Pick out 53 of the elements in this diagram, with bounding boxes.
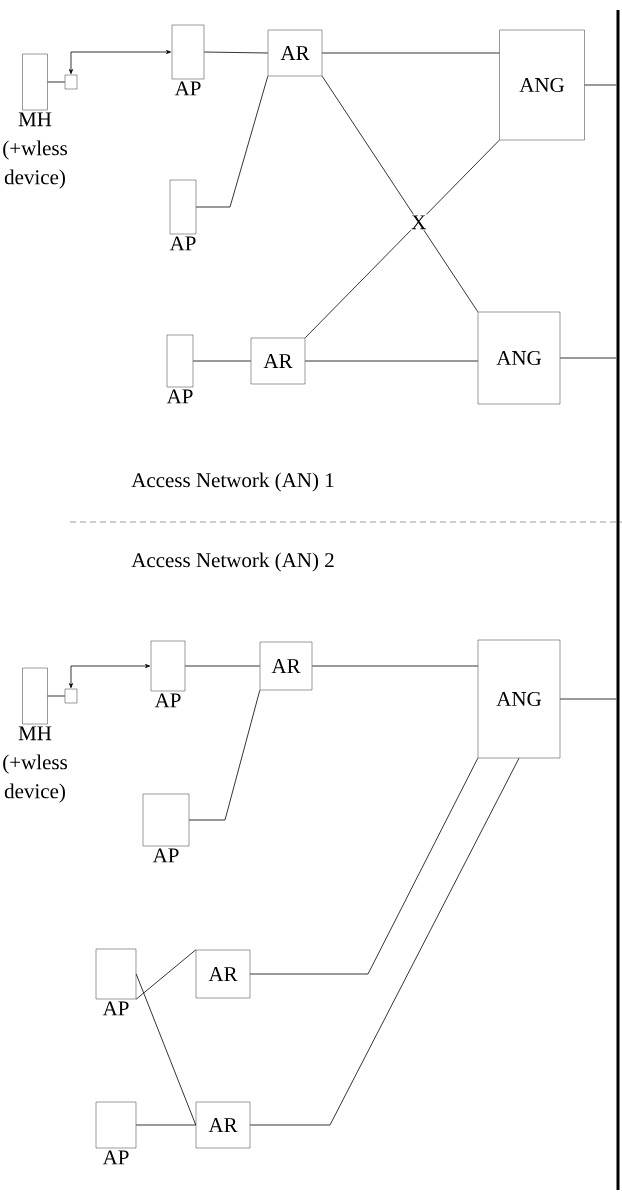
- node-label: AP: [166, 389, 193, 404]
- link-line: [304, 139, 500, 339]
- access-point-box: AP: [166, 334, 194, 404]
- link-line: [249, 757, 479, 975]
- link-line: [249, 757, 520, 1126]
- link-line: [188, 689, 261, 821]
- double-arrow: [69, 50, 172, 75]
- access-point-box: AP: [142, 793, 190, 863]
- access-point-box: AP: [169, 179, 197, 251]
- router-box: AR: [250, 337, 306, 385]
- gateway-box: ANG: [477, 639, 561, 759]
- router-box: AR: [259, 641, 313, 691]
- node-label: AP: [152, 848, 179, 863]
- link-line: [321, 75, 479, 313]
- link-line: [135, 1124, 197, 1126]
- node-label: MH (+wless device): [3, 726, 67, 803]
- access-point-box: AP: [150, 640, 186, 708]
- link-line: [135, 949, 197, 1000]
- link-line: [321, 52, 500, 54]
- node-label: AP: [154, 693, 181, 708]
- node-label: AP: [102, 1150, 129, 1165]
- link-line: [304, 360, 479, 362]
- link-line: [135, 973, 197, 1126]
- network-label: Access Network (AN) 2: [130, 551, 336, 573]
- router-box: AR: [195, 949, 251, 999]
- device-icon: [64, 688, 78, 704]
- link-line: [195, 75, 269, 208]
- mobile-host-box: MH (+wless device): [3, 667, 67, 803]
- link-line: [192, 360, 252, 362]
- link-line: [559, 698, 617, 700]
- link-line: [203, 51, 269, 54]
- router-box: AR: [267, 29, 323, 77]
- gateway-box: ANG: [499, 29, 585, 141]
- network-label: Access Network (AN) 1: [130, 471, 336, 493]
- access-point-box: AP: [171, 24, 205, 96]
- gateway-box: ANG: [477, 311, 561, 405]
- link-line: [584, 84, 617, 86]
- link-line: [47, 695, 66, 697]
- crossing-label: X: [410, 214, 428, 231]
- node-label: AP: [102, 1001, 129, 1016]
- node-label: MH (+wless device): [3, 112, 67, 189]
- access-point-box: AP: [95, 948, 137, 1016]
- device-icon: [64, 74, 78, 90]
- mobile-host-box: MH (+wless device): [3, 53, 67, 189]
- link-line: [47, 81, 66, 83]
- link-line: [311, 665, 479, 667]
- node-label: AP: [174, 81, 201, 96]
- node-label: AP: [169, 236, 196, 251]
- router-box: AR: [195, 1101, 251, 1149]
- link-line: [184, 665, 261, 667]
- double-arrow: [69, 664, 151, 689]
- access-point-box: AP: [95, 1101, 137, 1165]
- link-line: [559, 357, 617, 359]
